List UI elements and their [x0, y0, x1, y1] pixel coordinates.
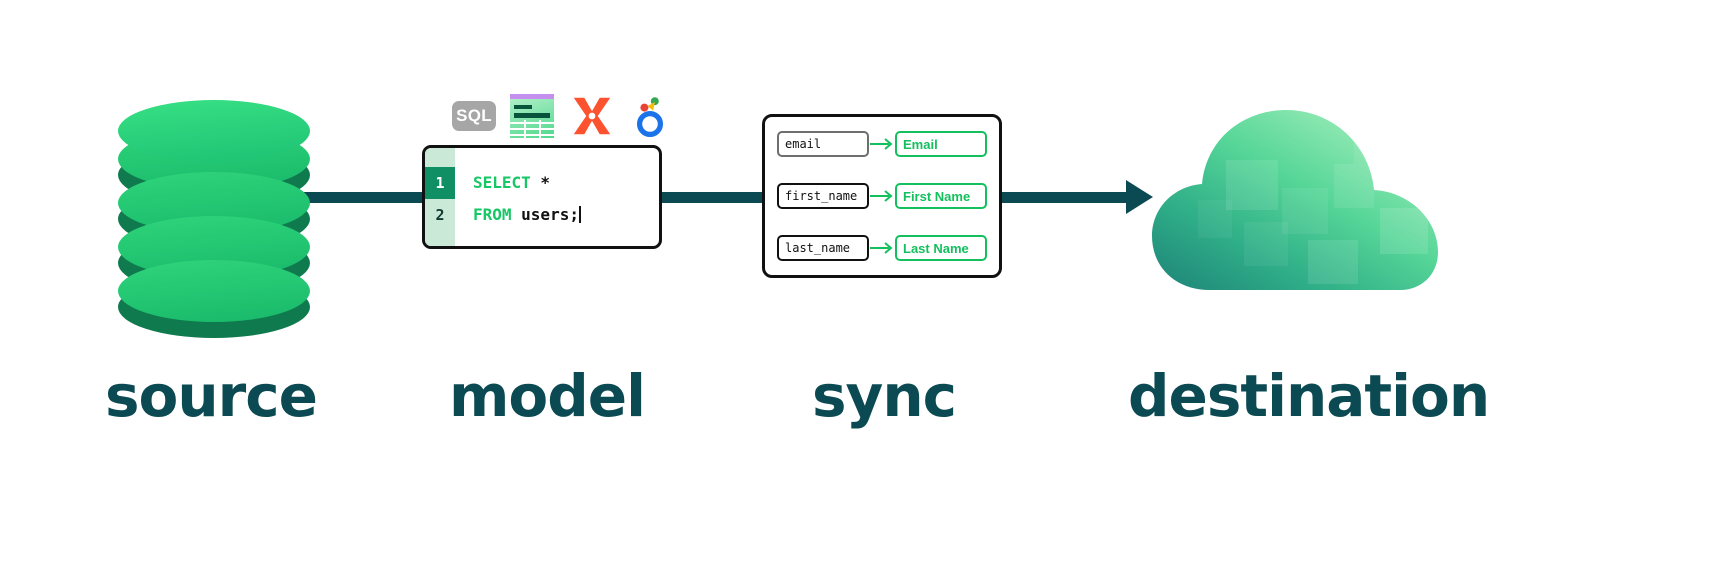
- mapping-arrow-icon: [869, 131, 895, 157]
- stage-label-model: model: [449, 362, 646, 430]
- code-line-2: FROM users;: [473, 199, 659, 231]
- spreadsheet-icon: [510, 94, 554, 138]
- sync-field-mapping-card[interactable]: email Email first_name First Name last_n…: [762, 114, 1002, 278]
- database-cylinder-icon: [118, 100, 310, 338]
- mapping-row: first_name First Name: [777, 183, 987, 209]
- sql-badge-icon: SQL: [452, 101, 496, 131]
- dbt-logo-icon: [573, 97, 611, 135]
- code-line-2-rest: users;: [511, 205, 579, 224]
- line-number-1: 1: [425, 167, 455, 199]
- text-caret: [578, 206, 581, 223]
- stage-label-source: source: [105, 362, 318, 430]
- source-field-first-name[interactable]: first_name: [777, 183, 869, 209]
- cloud-icon: [1148, 104, 1448, 296]
- source-field-last-name[interactable]: last_name: [777, 235, 869, 261]
- looker-logo-icon: [637, 97, 663, 137]
- destination-field-email[interactable]: Email: [895, 131, 987, 157]
- model-tool-icons: SQL: [452, 92, 670, 140]
- sql-keyword-select: SELECT: [473, 173, 531, 192]
- connector-model-to-sync: [656, 192, 770, 203]
- connector-source-to-model: [292, 192, 428, 203]
- sql-keyword-from: FROM: [473, 205, 512, 224]
- editor-code-area[interactable]: SELECT * FROM users;: [455, 148, 659, 246]
- mapping-row: last_name Last Name: [777, 235, 987, 261]
- editor-gutter: 1 2: [425, 148, 455, 246]
- line-number-2: 2: [435, 206, 445, 224]
- mapping-row: email Email: [777, 131, 987, 157]
- sql-code-editor[interactable]: 1 2 SELECT * FROM users;: [422, 145, 662, 249]
- stage-label-destination: destination: [1128, 362, 1490, 430]
- code-line-1: SELECT *: [473, 167, 659, 199]
- destination-field-first-name[interactable]: First Name: [895, 183, 987, 209]
- mapping-arrow-icon: [869, 235, 895, 261]
- source-field-email[interactable]: email: [777, 131, 869, 157]
- mapping-arrow-icon: [869, 183, 895, 209]
- stage-label-sync: sync: [812, 362, 957, 430]
- code-line-1-rest: *: [530, 173, 551, 192]
- arrow-head-icon: [1126, 180, 1153, 214]
- connector-sync-to-destination: [996, 192, 1134, 203]
- destination-field-last-name[interactable]: Last Name: [895, 235, 987, 261]
